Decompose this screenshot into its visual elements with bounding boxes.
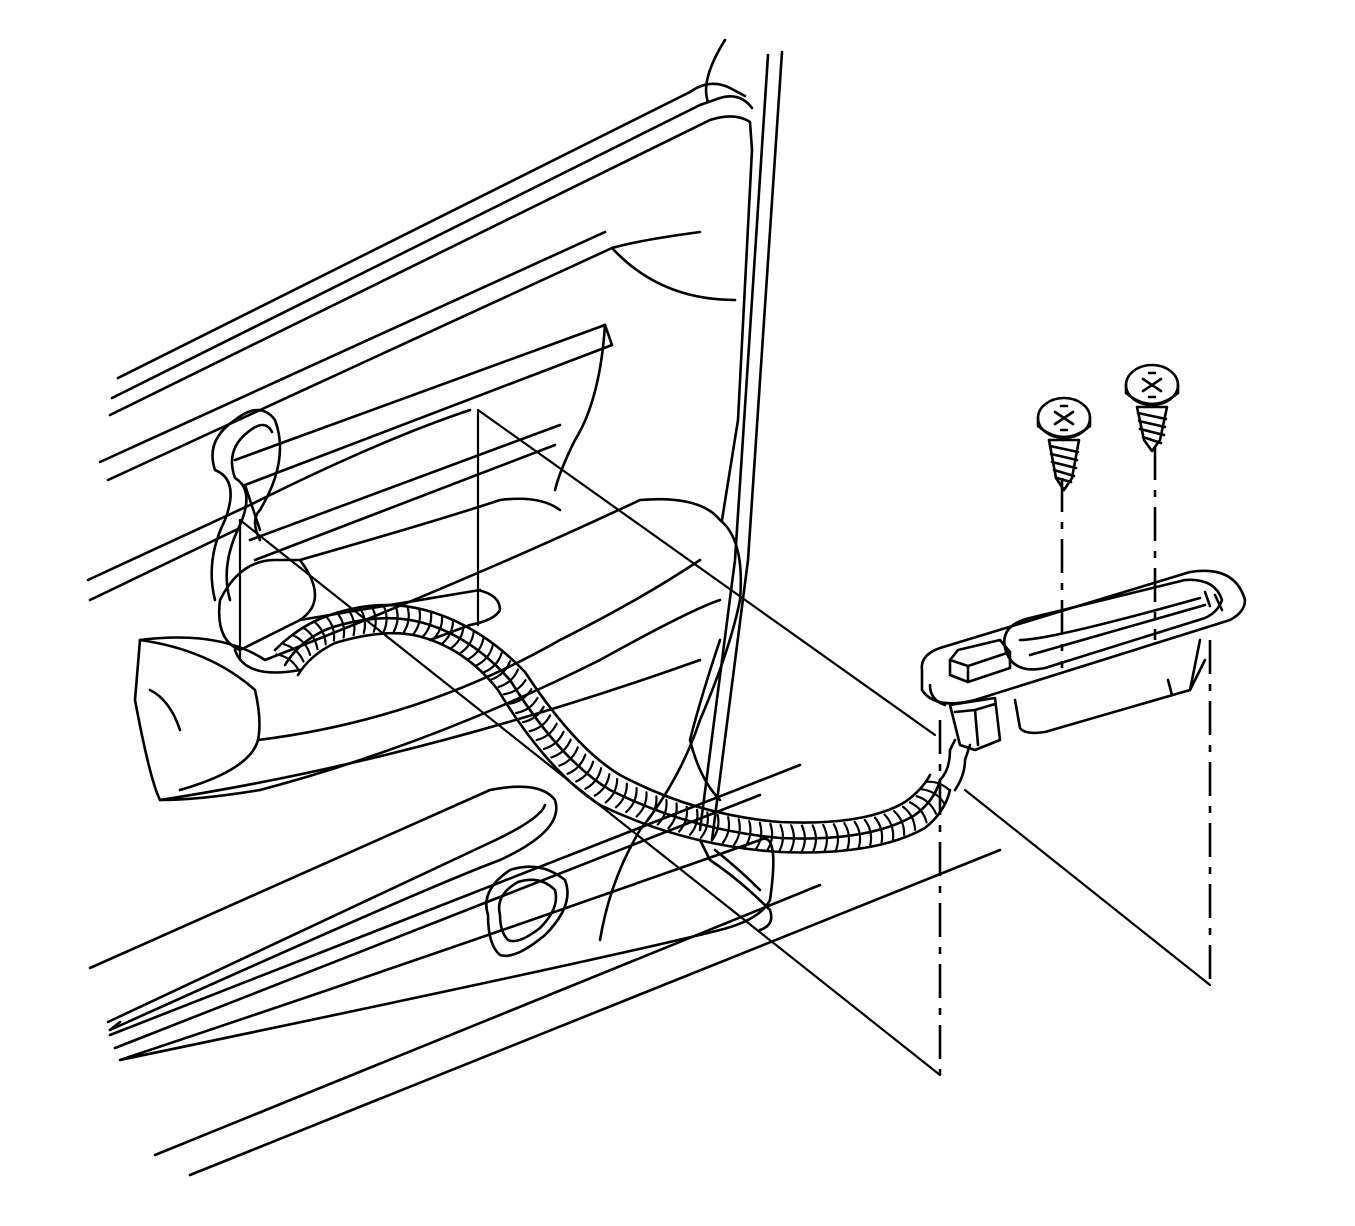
conduit-rib bbox=[755, 821, 763, 850]
conduit-rib bbox=[789, 824, 795, 853]
conduit-rib bbox=[625, 787, 638, 814]
conduit-rib bbox=[710, 813, 720, 842]
conduit-rib bbox=[508, 688, 533, 705]
conduit-rib bbox=[800, 824, 806, 853]
conduit-rib bbox=[490, 660, 512, 681]
conduit-rib bbox=[892, 809, 906, 837]
conduit-rib bbox=[635, 791, 648, 818]
conduit-rib bbox=[678, 805, 689, 833]
door-panel bbox=[86, 38, 1002, 1177]
conduit-rib bbox=[843, 822, 851, 851]
conduit-rib bbox=[542, 730, 565, 750]
conduit-rib bbox=[475, 644, 494, 667]
conduit-rib bbox=[575, 760, 595, 783]
conduit-rib bbox=[656, 798, 668, 826]
conduit-rib bbox=[440, 619, 455, 645]
conduit-rib bbox=[593, 773, 611, 797]
conduit-rib bbox=[422, 610, 433, 638]
conduit-rib bbox=[732, 818, 741, 846]
conduit-rib bbox=[324, 614, 336, 642]
conduit-rib bbox=[502, 679, 527, 696]
mounting-screw bbox=[1124, 363, 1180, 453]
conduit-rib bbox=[920, 788, 946, 805]
conduit-rib bbox=[467, 637, 485, 661]
conduit-rib bbox=[275, 653, 299, 670]
mounting-screw bbox=[1036, 396, 1092, 492]
alignment-lines bbox=[238, 408, 1212, 1077]
conduit-rib bbox=[535, 722, 558, 742]
conduit-rib bbox=[667, 802, 678, 830]
conduit-rib bbox=[883, 813, 895, 841]
conduit-rib bbox=[291, 634, 312, 656]
conduit-rib bbox=[515, 697, 539, 715]
conduit-ribs bbox=[275, 604, 952, 853]
conduit-rib bbox=[497, 668, 520, 688]
conduit-rib bbox=[688, 808, 699, 836]
conduit-rib bbox=[312, 620, 327, 646]
conduit-rib bbox=[863, 818, 873, 847]
conduit-rib bbox=[458, 630, 475, 655]
conduit-rib bbox=[811, 824, 818, 853]
switch-bezel bbox=[920, 569, 1247, 752]
conduit-rib bbox=[370, 604, 377, 633]
conduit-rib bbox=[392, 604, 399, 633]
conduit-rib bbox=[604, 778, 619, 804]
conduit-rib bbox=[550, 738, 572, 759]
conduit-rib bbox=[832, 823, 840, 852]
conduit-rib bbox=[402, 605, 410, 634]
conduit-rib bbox=[915, 795, 937, 815]
conduit-rib bbox=[335, 611, 346, 639]
wiring-harness bbox=[210, 408, 972, 854]
conduit-rib bbox=[646, 795, 658, 822]
conduit-rib bbox=[566, 753, 587, 775]
conduit-rib bbox=[347, 608, 356, 637]
conduit-rib bbox=[483, 651, 503, 674]
conduit-rib bbox=[301, 626, 319, 651]
conduit-rib bbox=[853, 820, 862, 849]
conduit-rib bbox=[584, 767, 603, 790]
conduit-rib bbox=[431, 614, 444, 641]
conduit-rib bbox=[528, 714, 552, 733]
conduit-rib bbox=[521, 705, 545, 724]
conduit-rib bbox=[778, 823, 785, 853]
conduit-rib bbox=[908, 801, 928, 824]
conduit-rib bbox=[744, 820, 752, 848]
conduit-rib bbox=[721, 816, 731, 844]
conduit-rib bbox=[614, 782, 628, 809]
conduit-rib bbox=[699, 811, 709, 839]
conduit-rib bbox=[558, 746, 579, 767]
conduit-rib bbox=[873, 816, 884, 844]
conduit-rib bbox=[382, 604, 388, 633]
conduit-rib bbox=[822, 823, 828, 853]
conduit-rib bbox=[901, 805, 917, 831]
conduit-rib bbox=[766, 822, 774, 851]
conduit-rib bbox=[449, 624, 465, 650]
conduit-rib bbox=[283, 643, 305, 663]
conduit-rib bbox=[412, 607, 422, 635]
